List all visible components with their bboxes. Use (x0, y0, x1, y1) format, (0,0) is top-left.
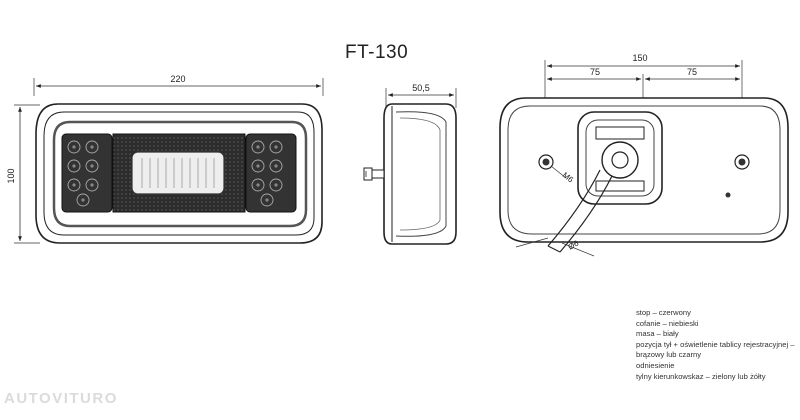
front-view: 220 100 (6, 74, 324, 244)
rear-half-left-label: 75 (590, 67, 600, 77)
rear-half-dimensions: 75 75 (547, 67, 740, 160)
front-height-dimension: 100 (6, 104, 40, 244)
rear-spacing-label: 150 (632, 53, 647, 63)
side-depth-dimension: 50,5 (385, 83, 457, 108)
legend-item: odniesienie (636, 360, 675, 370)
rear-center-housing (577, 111, 663, 205)
rear-locating-pin (725, 192, 731, 198)
left-led-cluster (61, 133, 113, 213)
front-width-dimension: 220 (33, 74, 324, 96)
side-lamp-outline (383, 103, 457, 245)
legend-item: cofanie – niebieski (636, 318, 699, 328)
side-view: 50,5 (363, 83, 457, 245)
front-height-label: 100 (6, 168, 16, 183)
left-mounting-screw (538, 154, 554, 170)
rear-cable (547, 169, 613, 253)
drawing-title: FT-130 (345, 42, 409, 63)
legend-item: masa – biały (636, 329, 679, 339)
legend-item: stop – czerwony (636, 308, 691, 317)
legend-item: tylny kierunkowskaz – zielony lub żółty (636, 371, 766, 381)
rear-view: 150 75 75 (499, 53, 789, 257)
side-connector (363, 167, 385, 181)
center-reverse-panel (112, 133, 246, 213)
right-mounting-screw (734, 154, 750, 170)
legend-item: pozycja tył + oświetlenie tablicy rejest… (636, 339, 795, 360)
front-width-label: 220 (170, 74, 185, 84)
side-depth-label: 50,5 (412, 83, 430, 93)
right-led-cluster (245, 133, 297, 213)
watermark: AUTOVITURO (4, 390, 118, 407)
wire-color-legend: stop – czerwony cofanie – niebieski masa… (636, 308, 796, 382)
rear-half-right-label: 75 (687, 67, 697, 77)
